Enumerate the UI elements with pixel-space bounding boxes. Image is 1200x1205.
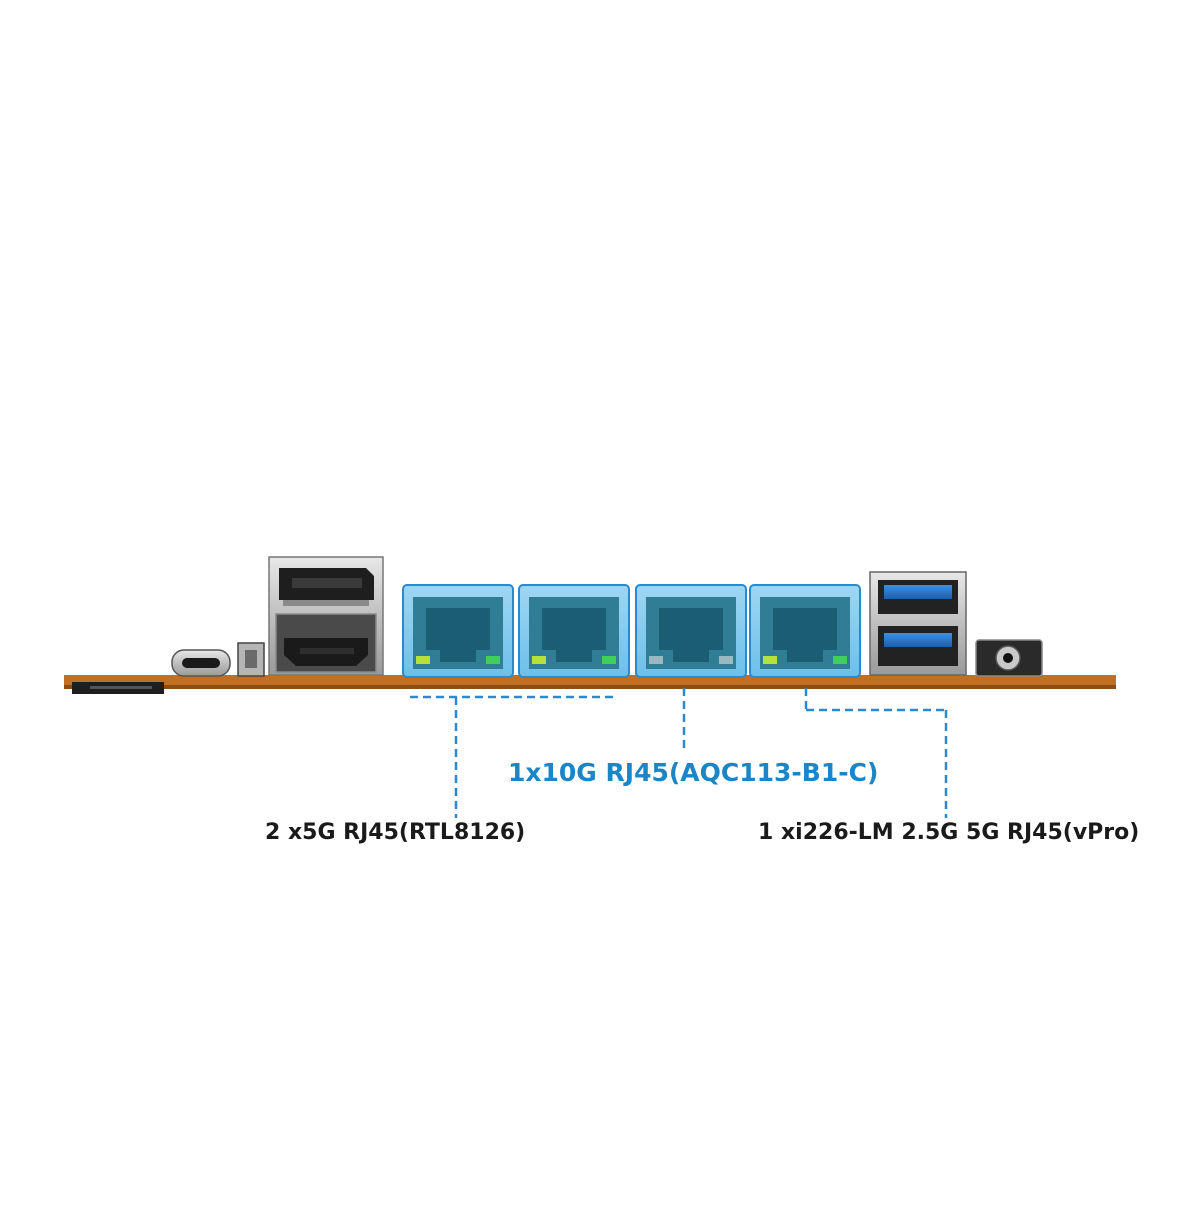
micro-sd-slot [72, 682, 164, 694]
label-rtl8126: 2 x5G RJ45(RTL8126) [265, 820, 526, 845]
leader-i226 [804, 688, 948, 818]
rj45-port-4 [749, 584, 861, 678]
label-i226: 1 xi226-LM 2.5G 5G RJ45(vPro) [758, 820, 1140, 845]
leader-rtl8126 [410, 695, 615, 818]
usb-a-port-bottom [878, 626, 958, 666]
pcb-board [64, 675, 1116, 689]
hdmi-port [275, 613, 377, 673]
rj45-port-2 [518, 584, 630, 678]
label-aqc113: 1x10G RJ45(AQC113-B1-C) [508, 758, 879, 787]
power-button [237, 642, 265, 677]
rj45-port-1 [402, 584, 514, 678]
usb-c-port [171, 649, 231, 677]
rj45-port-3 [635, 584, 747, 678]
audio-jack [975, 639, 1043, 677]
